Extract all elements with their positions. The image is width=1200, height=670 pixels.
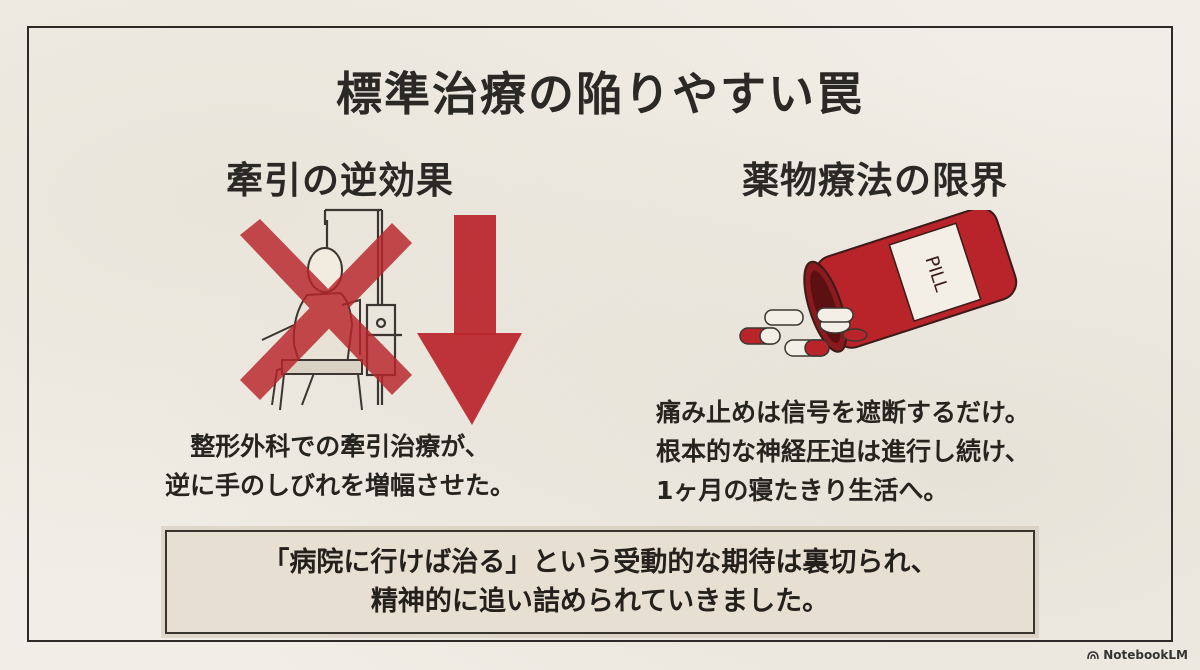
traction-description: 整形外科での牽引治療が、 逆に手のしびれを増幅させた。 xyxy=(80,427,600,505)
spilled-pills xyxy=(739,307,868,357)
callout-line-1: 「病院に行けば治る」という受動的な期待は裏切られ、 xyxy=(262,547,938,578)
slide-frame xyxy=(27,26,1173,642)
traction-illustration xyxy=(240,208,522,425)
spilled-bottle: PILL xyxy=(803,210,1018,353)
traction-heading: 牽引の逆効果 xyxy=(226,159,454,202)
cross-mark-icon xyxy=(240,219,412,400)
brand-name: NotebookLM xyxy=(1103,648,1188,662)
medication-line-3: 1ヶ月の寝たきり生活へ。 xyxy=(656,476,949,505)
pill-bottle-illustration: PILL xyxy=(739,210,1018,357)
slide-title: 標準治療の陥りやすい罠 xyxy=(336,67,864,121)
traction-line-2: 逆に手のしびれを増幅させた。 xyxy=(164,471,515,500)
callout-line-2: 精神的に追い詰められていきました。 xyxy=(370,586,830,617)
medication-heading: 薬物療法の限界 xyxy=(742,159,1008,202)
traction-line-1: 整形外科での牽引治療が、 xyxy=(190,432,490,461)
brand-watermark: NotebookLM xyxy=(1087,648,1188,662)
conclusion-callout: 「病院に行けば治る」という受動的な期待は裏切られ、 精神的に追い詰められていきま… xyxy=(165,530,1035,634)
medication-line-1: 痛み止めは信号を遮断するだけ。 xyxy=(656,398,1030,427)
notebooklm-logo-icon xyxy=(1087,651,1099,660)
down-arrow-icon xyxy=(417,215,522,425)
medication-line-2: 根本的な神経圧迫は進行し続け、 xyxy=(656,437,1030,466)
medication-description: 痛み止めは信号を遮断するだけ。 根本的な神経圧迫は進行し続け、 1ヶ月の寝たきり… xyxy=(656,393,1136,510)
